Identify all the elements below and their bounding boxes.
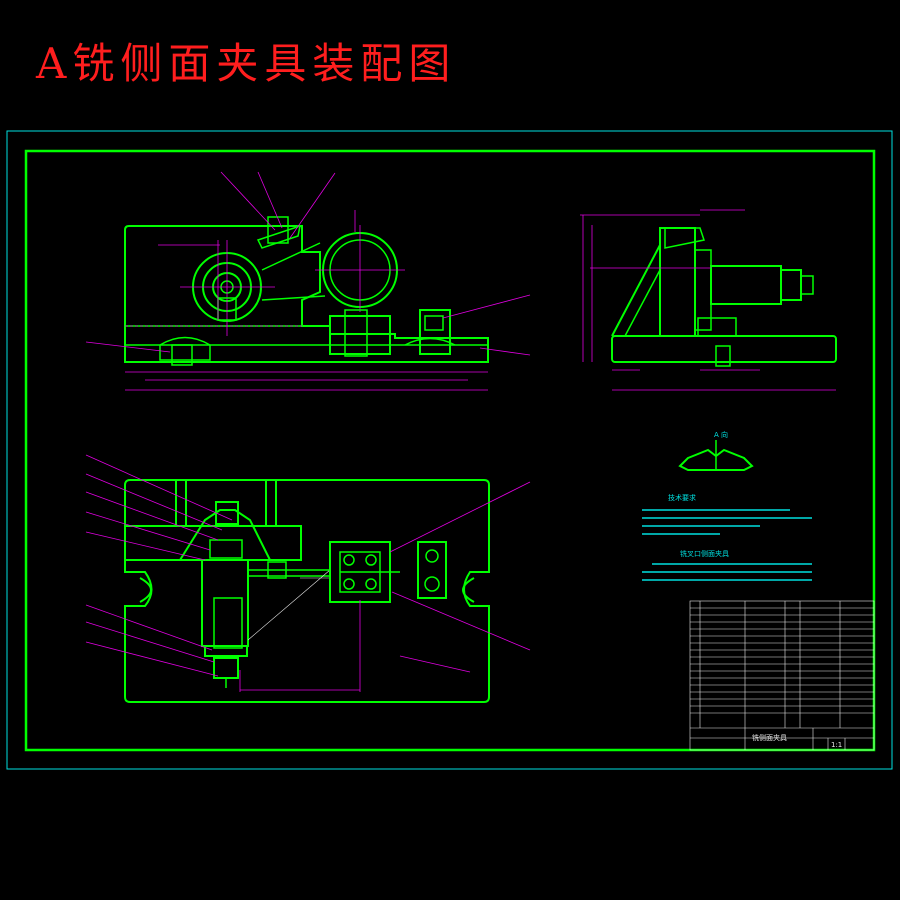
drawing-scale: 1:1 [831, 741, 842, 749]
a-view-label: A 向 [714, 430, 728, 439]
front-view [85, 171, 531, 391]
side-view [580, 209, 837, 391]
a-view-detail: A 向 [678, 430, 754, 471]
top-view [85, 454, 531, 703]
technical-requirements: 技术要求 铣叉口侧面夹具 [642, 493, 812, 581]
fixture-section-title: 铣叉口侧面夹具 [680, 549, 729, 558]
outer-border [6, 130, 893, 770]
drawing-title: A铣侧面夹具装配图 [36, 39, 457, 88]
title-block: 铣侧面夹具 1:1 [689, 600, 875, 751]
drawing-frame [24, 149, 876, 752]
drawing-name: 铣侧面夹具 [752, 733, 787, 742]
tech-requirements-title: 技术要求 [668, 493, 696, 502]
parts-list-rows [690, 601, 874, 750]
